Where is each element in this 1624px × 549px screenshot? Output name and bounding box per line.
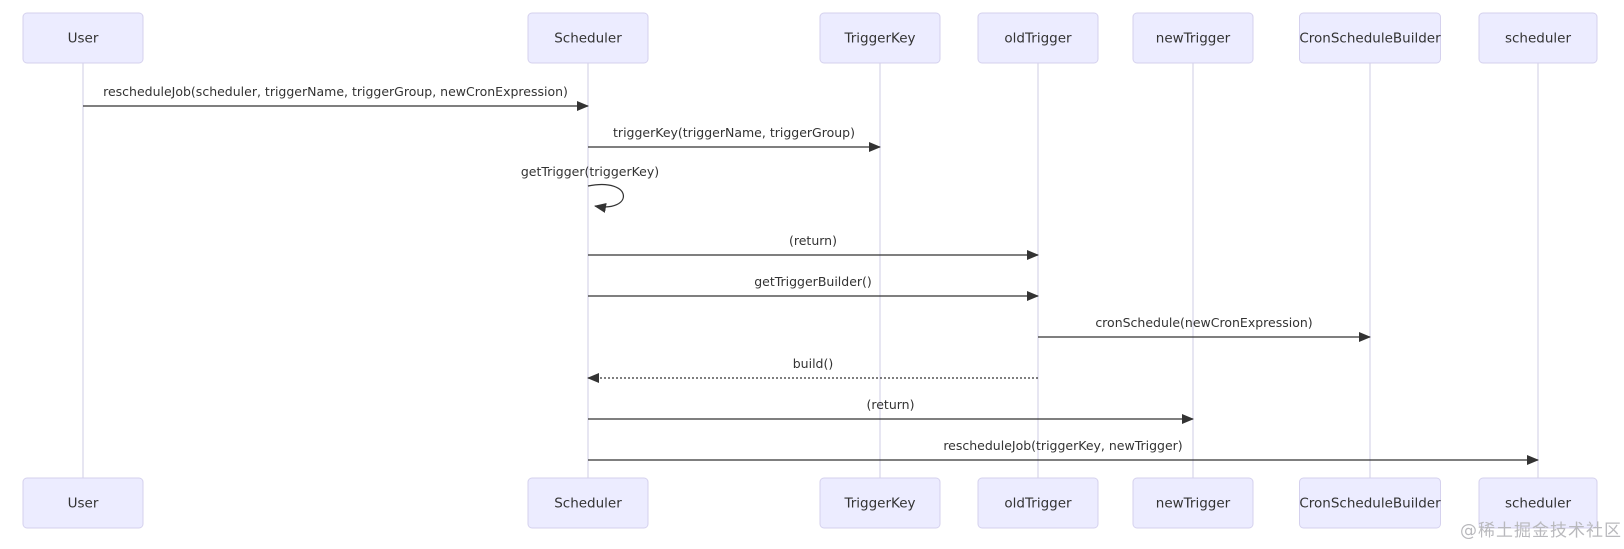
actor-box-scheduler_instance-top	[1478, 12, 1598, 64]
actor-label-new_trigger-bottom: newTrigger	[1156, 496, 1231, 512]
actor-label-new_trigger-top: newTrigger	[1156, 31, 1231, 47]
actor-label-trigger_key-bottom: TriggerKey	[843, 496, 915, 512]
actor-label-scheduler_instance-top: scheduler	[1505, 31, 1571, 47]
actor-label-scheduler_instance-bottom: scheduler	[1505, 496, 1571, 512]
message-label-3: (return)	[789, 233, 837, 248]
actor-box-user-top	[22, 12, 144, 64]
message-label-4: getTriggerBuilder()	[754, 274, 872, 289]
message-label-8: rescheduleJob(triggerKey, newTrigger)	[943, 438, 1182, 453]
actor-box-user-bottom	[22, 477, 144, 529]
actor-box-scheduler_class-top	[527, 12, 649, 64]
actor-box-old_trigger-top	[977, 12, 1099, 64]
actor-box-trigger_key-bottom	[819, 477, 941, 529]
actor-box-new_trigger-bottom	[1132, 477, 1254, 529]
actor-box-cron_schedule_builder-bottom	[1299, 477, 1441, 529]
actor-box-scheduler_class-bottom	[527, 477, 649, 529]
actor-box-new_trigger-top	[1132, 12, 1254, 64]
actor-label-user-top: User	[68, 31, 99, 47]
actor-label-scheduler_class-top: Scheduler	[554, 31, 622, 47]
actor-label-trigger_key-top: TriggerKey	[843, 31, 915, 47]
actor-box-scheduler_instance-bottom	[1478, 477, 1598, 529]
actor-label-old_trigger-bottom: oldTrigger	[1004, 496, 1072, 512]
actor-label-cron_schedule_builder-bottom: CronScheduleBuilder	[1299, 496, 1441, 512]
message-label-7: (return)	[867, 397, 915, 412]
message-arrow-2-self	[587, 184, 624, 213]
actor-box-cron_schedule_builder-top	[1299, 12, 1441, 64]
message-label-0: rescheduleJob(scheduler, triggerName, tr…	[103, 84, 568, 99]
message-label-5: cronSchedule(newCronExpression)	[1095, 315, 1312, 330]
actor-box-old_trigger-bottom	[977, 477, 1099, 529]
message-label-2: getTrigger(triggerKey)	[521, 164, 659, 179]
message-label-1: triggerKey(triggerName, triggerGroup)	[613, 125, 855, 140]
actor-label-scheduler_class-bottom: Scheduler	[554, 496, 622, 512]
actor-label-old_trigger-top: oldTrigger	[1004, 31, 1072, 47]
actor-box-trigger_key-top	[819, 12, 941, 64]
actor-label-cron_schedule_builder-top: CronScheduleBuilder	[1299, 31, 1441, 47]
actor-label-user-bottom: User	[68, 496, 99, 512]
message-label-6: build()	[793, 356, 834, 371]
